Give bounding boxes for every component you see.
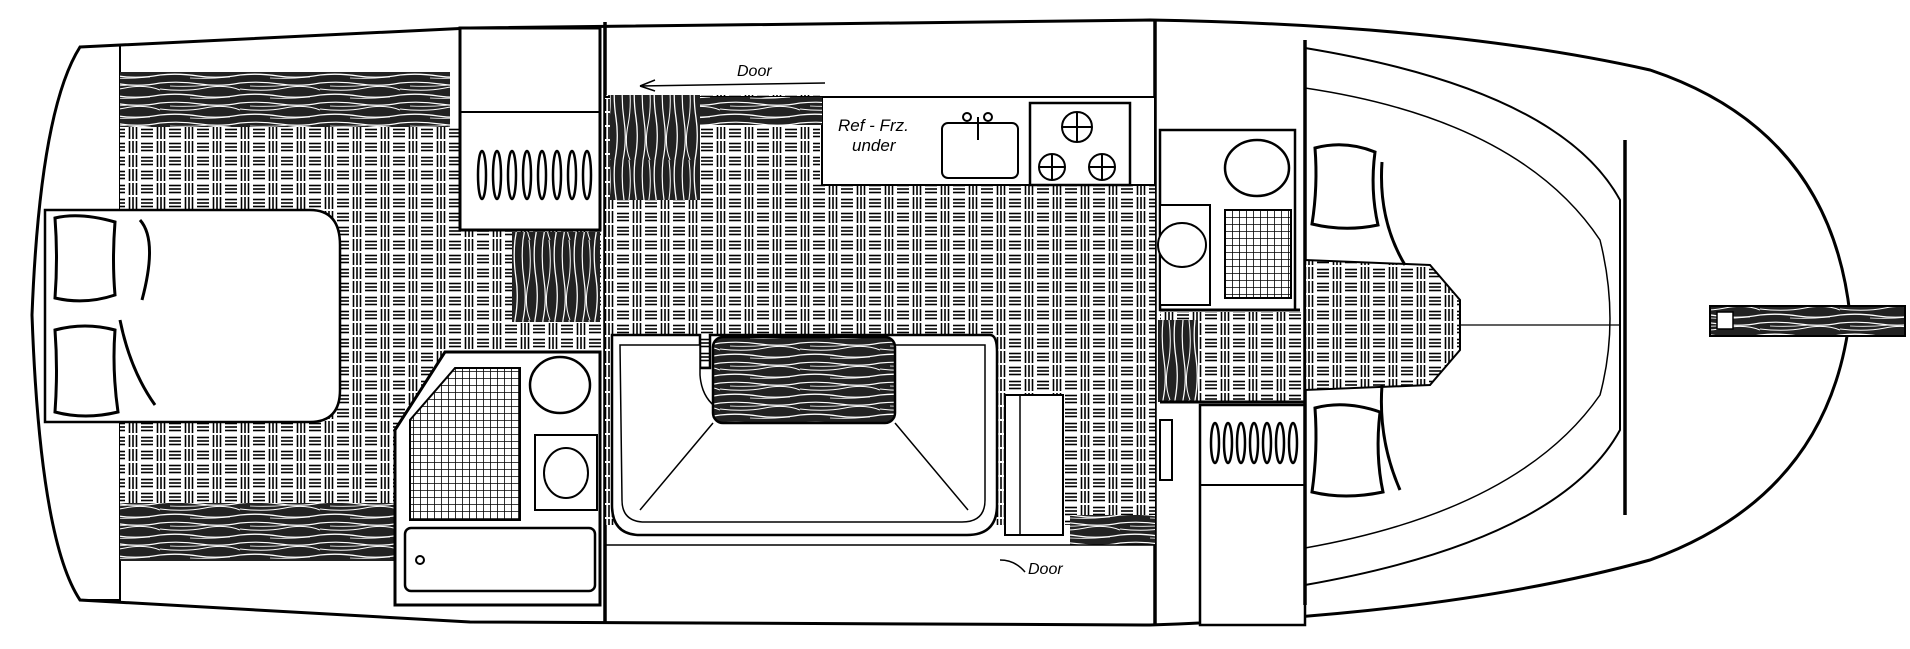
aft-bathtub	[403, 526, 597, 593]
pillow-icon	[53, 214, 157, 418]
galley-sink	[941, 122, 1019, 179]
fridge-label: Ref - Frz.	[838, 116, 909, 135]
door-arrow-top	[639, 82, 826, 87]
stove-burner-icon	[1038, 111, 1116, 181]
pillow-icon	[1310, 143, 1407, 498]
fwd-sink-icon	[1157, 222, 1207, 268]
faucet-icon	[962, 112, 993, 140]
aft-berth	[43, 208, 342, 424]
salon-wood-step	[1070, 515, 1155, 545]
bow-pulpit	[1709, 305, 1906, 337]
aft-counter-top	[120, 72, 450, 127]
fwd-locker-bar	[1159, 419, 1173, 481]
door-label-top: Door	[737, 63, 772, 80]
galley-wood-panel	[610, 95, 700, 200]
fwd-toilet-icon	[1223, 138, 1291, 198]
door-arrow-bottom	[999, 559, 1026, 573]
fwd-wood-panel	[1158, 320, 1198, 402]
helm-seat	[1004, 394, 1064, 536]
galley-wood-strip	[700, 97, 822, 125]
toilet-icon	[528, 355, 592, 415]
fwd-shower-grate	[1224, 209, 1292, 299]
door-label-bottom: Door	[1028, 561, 1063, 578]
aft-step-wood	[512, 232, 600, 322]
hanging-clothes-icon	[1209, 421, 1299, 465]
dinette-table	[711, 335, 897, 425]
hanging-clothes-icon	[476, 149, 593, 201]
sink-icon	[543, 447, 589, 499]
v-berth-outline	[1304, 47, 1621, 586]
aft-shower-grate	[409, 367, 521, 521]
fridge-label-sub: under	[852, 136, 897, 155]
v-berth-inner	[1304, 87, 1611, 549]
v-berth-floor	[1304, 258, 1461, 392]
aft-counter-bottom	[120, 503, 395, 561]
